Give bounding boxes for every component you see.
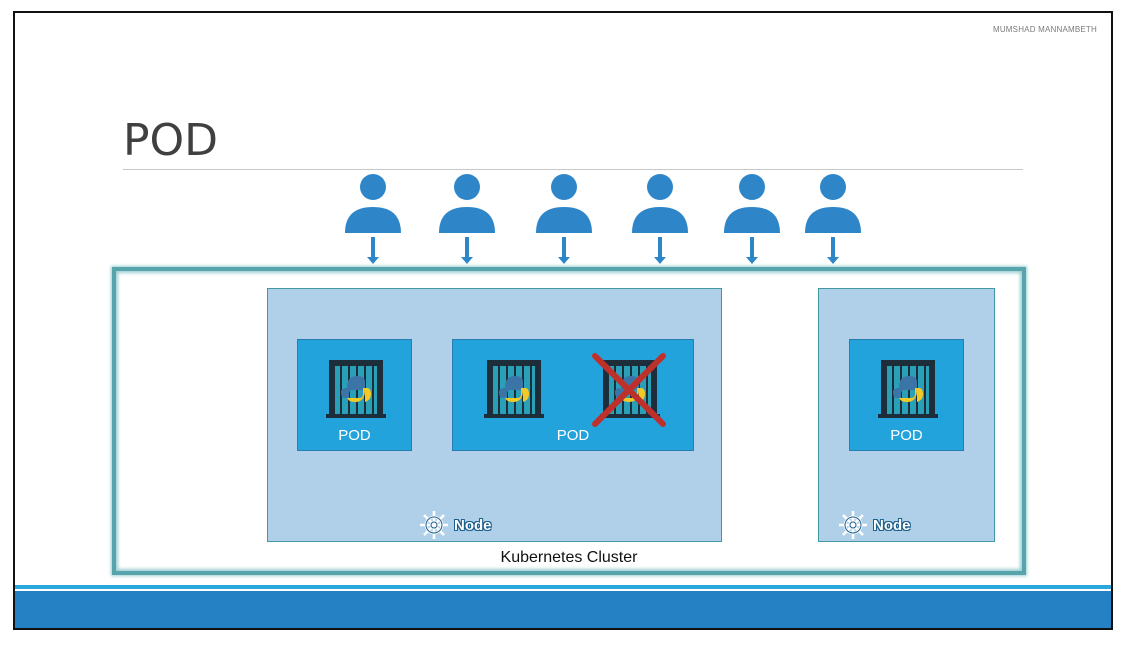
pod-label: POD (556, 427, 590, 444)
footer-bar (15, 591, 1111, 628)
user-icon (439, 174, 495, 233)
node-1-label: Node (418, 509, 492, 541)
slide: MUMSHAD MANNAMBETH POD (13, 11, 1113, 630)
cluster-label: Kubernetes Cluster (500, 549, 638, 566)
user-icon (805, 174, 861, 233)
kubernetes-cluster: POD (112, 267, 1026, 575)
arrow-down-icon (654, 237, 666, 264)
node-2-label: Node (837, 509, 911, 541)
pod-1: POD (297, 339, 412, 451)
title-divider (123, 169, 1023, 170)
arrow-down-icon (746, 237, 758, 264)
node-2: POD Node (818, 288, 995, 542)
footer-accent-line (15, 585, 1111, 589)
user-5 (722, 173, 782, 265)
pod-2: POD (452, 339, 694, 451)
slide-title: POD (123, 115, 219, 166)
pod-label: POD (890, 427, 923, 444)
user-icon (345, 174, 401, 233)
user-icon (632, 174, 688, 233)
user-4 (630, 173, 690, 265)
arrow-down-icon (367, 237, 379, 264)
pod-3: POD (849, 339, 964, 451)
user-1 (343, 173, 403, 265)
user-3 (534, 173, 594, 265)
node-1: POD (267, 288, 722, 542)
python-container-icon (326, 360, 386, 418)
failure-cross-icon (592, 353, 666, 427)
node-label-text: Node (454, 516, 492, 534)
kubernetes-helm-icon (420, 511, 448, 539)
kubernetes-helm-icon (839, 511, 867, 539)
author-name: MUMSHAD MANNAMBETH (992, 25, 1097, 34)
arrow-down-icon (827, 237, 839, 264)
user-icon (724, 174, 780, 233)
python-container-icon (878, 360, 938, 418)
arrow-down-icon (558, 237, 570, 264)
user-2 (437, 173, 497, 265)
python-container-icon (484, 360, 544, 418)
arrow-down-icon (461, 237, 473, 264)
node-label-text: Node (873, 516, 911, 534)
user-6 (803, 173, 863, 265)
pod-label: POD (338, 427, 371, 444)
user-icon (536, 174, 592, 233)
